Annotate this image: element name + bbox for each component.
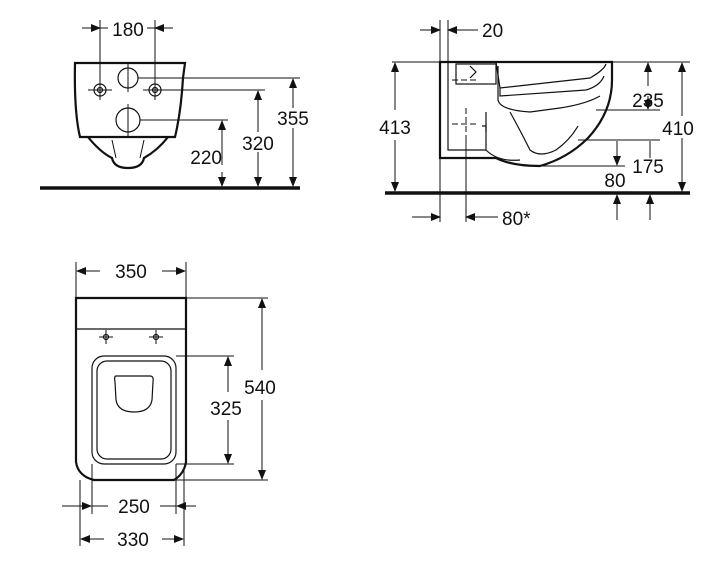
flush-inlet: [455, 63, 497, 85]
front-bowl-outline: [73, 61, 187, 139]
dim-overall-length: 540: [244, 378, 276, 399]
bowl-opening: [114, 375, 154, 413]
dim-rim-to-top: 235: [632, 91, 664, 112]
dim-wall-gap: 20: [482, 21, 503, 42]
seat-outer: [91, 355, 177, 465]
dim-outlet-offset: 80: [604, 171, 625, 192]
dim-fixing-width: 180: [112, 20, 144, 41]
seat-hinge-left-icon: [99, 330, 113, 344]
dim-bowl-height: 410: [662, 119, 694, 140]
dim-seat-length: 325: [210, 399, 242, 420]
dim-overall-height: 413: [379, 118, 411, 139]
seat-inner: [96, 360, 172, 460]
dim-seat-width: 250: [118, 497, 150, 518]
side-bowl-outline: [438, 60, 614, 168]
front-bowl-trap: [87, 136, 169, 170]
dim-top-width: 350: [115, 262, 147, 283]
front-view: 180 220 320 355: [40, 20, 309, 190]
dim-bolt-height: 320: [242, 134, 274, 155]
side-bowl-inner: [495, 61, 607, 89]
dim-lower-height: 175: [632, 157, 664, 178]
dim-outlet-height: 220: [190, 148, 222, 169]
plan-view: 350 540 325 250 330: [62, 262, 276, 551]
dim-base-width: 330: [117, 530, 149, 551]
dim-inlet-height: 355: [277, 109, 309, 130]
seat-hinge-right-icon: [149, 330, 163, 344]
side-view: 20 413 235 410: [379, 20, 694, 230]
dim-outlet-projection: 80*: [502, 209, 531, 230]
